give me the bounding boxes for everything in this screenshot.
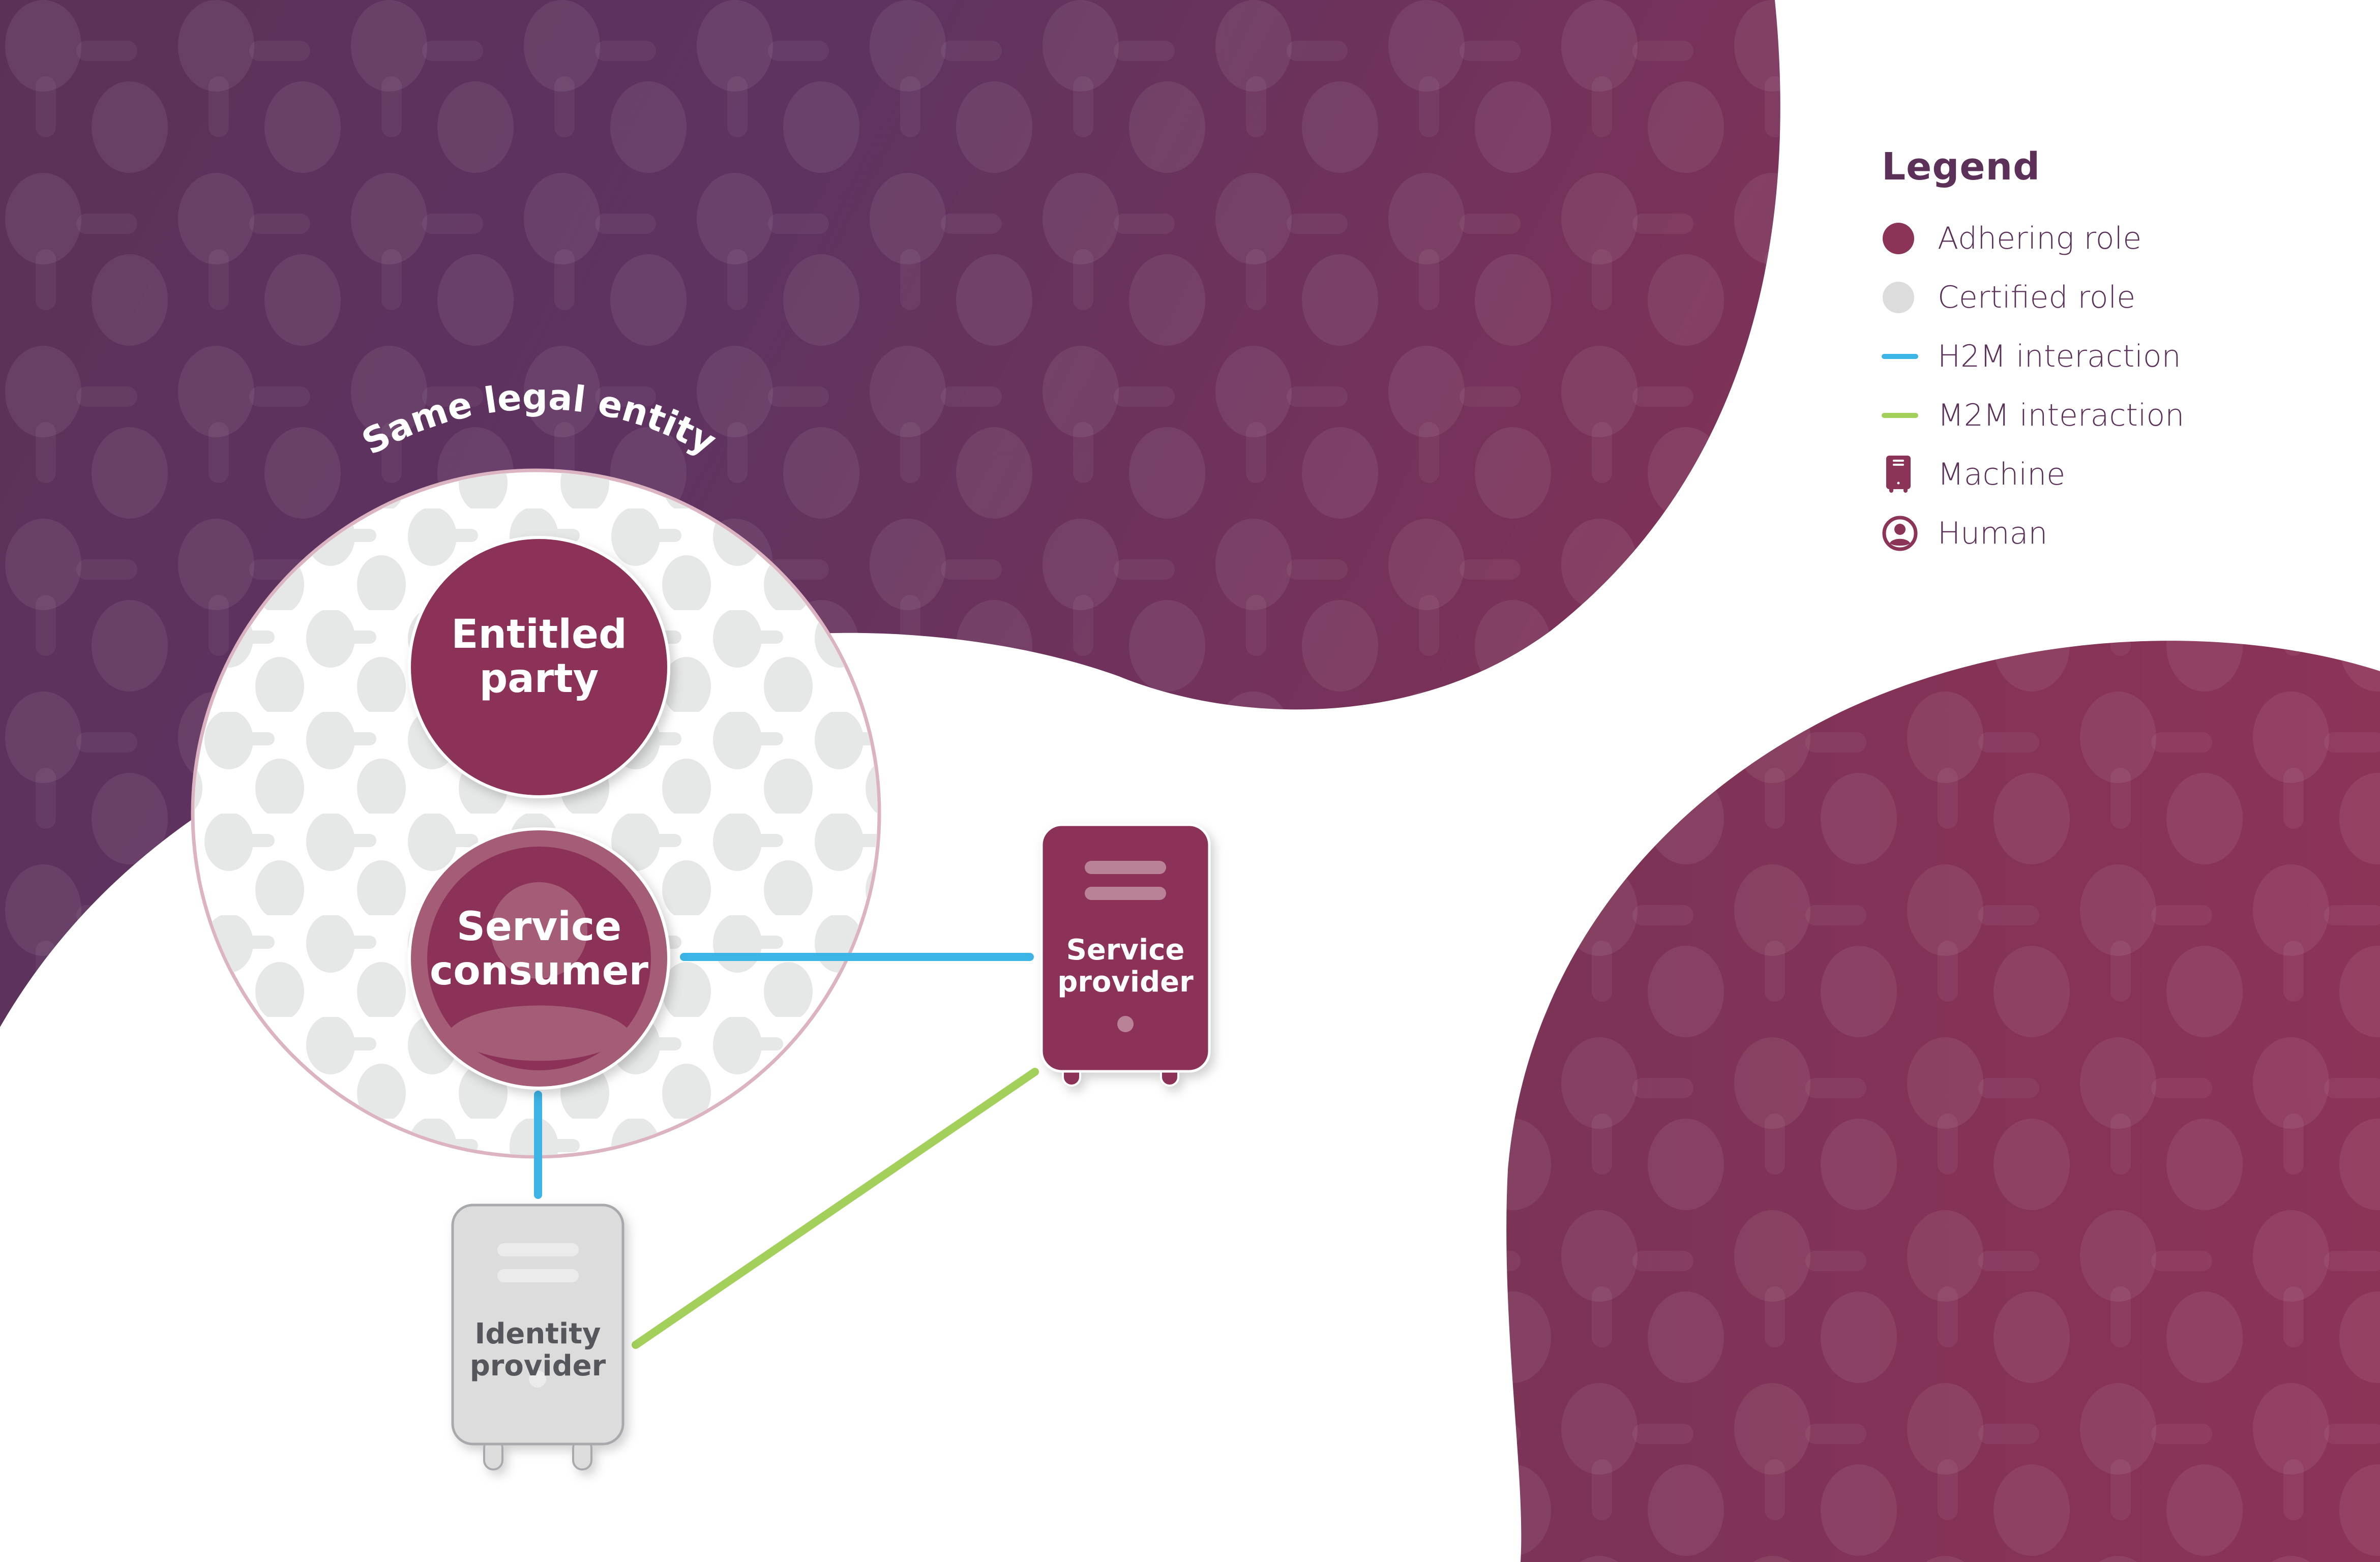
adhering-dot-icon (1883, 223, 1914, 254)
machine-led (1117, 1016, 1134, 1032)
node-identity-provider[interactable] (451, 1204, 624, 1470)
legend-item-m2m: M2M interaction (1882, 386, 2184, 445)
background-blob-bottom (1506, 641, 2380, 1562)
label-line: Entitled (451, 612, 627, 657)
h2m-line-icon (1882, 354, 1918, 359)
legend-item-adhering: Adhering role (1882, 209, 2184, 268)
label-line: Identity (474, 1317, 601, 1350)
entitled-party-label: Entitled party (412, 612, 666, 702)
legend-label: Machine (1938, 457, 2066, 492)
label-line: provider (469, 1349, 606, 1383)
label-line: provider (1057, 965, 1194, 999)
label-line: consumer (430, 948, 648, 995)
identity-provider-label: Identity provider (453, 1318, 623, 1382)
edge-identity-provider-m2m (632, 1068, 1039, 1349)
background-blob-top (0, 0, 1780, 1027)
legend-item-certified: Certified role (1882, 268, 2184, 327)
legend-item-human: Human (1882, 504, 2184, 563)
label-line: Service (1066, 934, 1185, 967)
legend: Legend Adhering role Certified role H2M … (1882, 145, 2184, 563)
machine-slot (1085, 887, 1166, 900)
service-consumer-label: Service consumer (407, 905, 671, 994)
legend-item-h2m: H2M interaction (1882, 327, 2184, 386)
machine-slot (497, 1269, 579, 1282)
node-service-consumer[interactable] (408, 827, 670, 1090)
legend-label: M2M interaction (1938, 398, 2185, 433)
node-service-provider[interactable] (1040, 823, 1211, 1087)
legend-item-machine: Machine (1882, 445, 2184, 504)
legend-label: Certified role (1938, 280, 2136, 315)
certified-dot-icon (1883, 282, 1914, 313)
machine-led (529, 1370, 546, 1388)
label-line: Service (456, 904, 622, 950)
human-icon (1882, 516, 1918, 551)
machine-slot (1085, 861, 1166, 874)
human-icon (448, 882, 631, 1061)
machine-slot (497, 1243, 579, 1256)
service-provider-label: Service provider (1042, 934, 1209, 999)
label-line: party (479, 656, 599, 702)
node-entitled-party[interactable] (408, 536, 670, 798)
legend-label: Human (1938, 516, 2048, 551)
legend-label: Adhering role (1938, 221, 2142, 256)
legend-label: H2M interaction (1938, 339, 2181, 374)
m2m-line-icon (1882, 413, 1918, 418)
machine-icon (1886, 456, 1911, 493)
legend-title: Legend (1882, 145, 2041, 189)
